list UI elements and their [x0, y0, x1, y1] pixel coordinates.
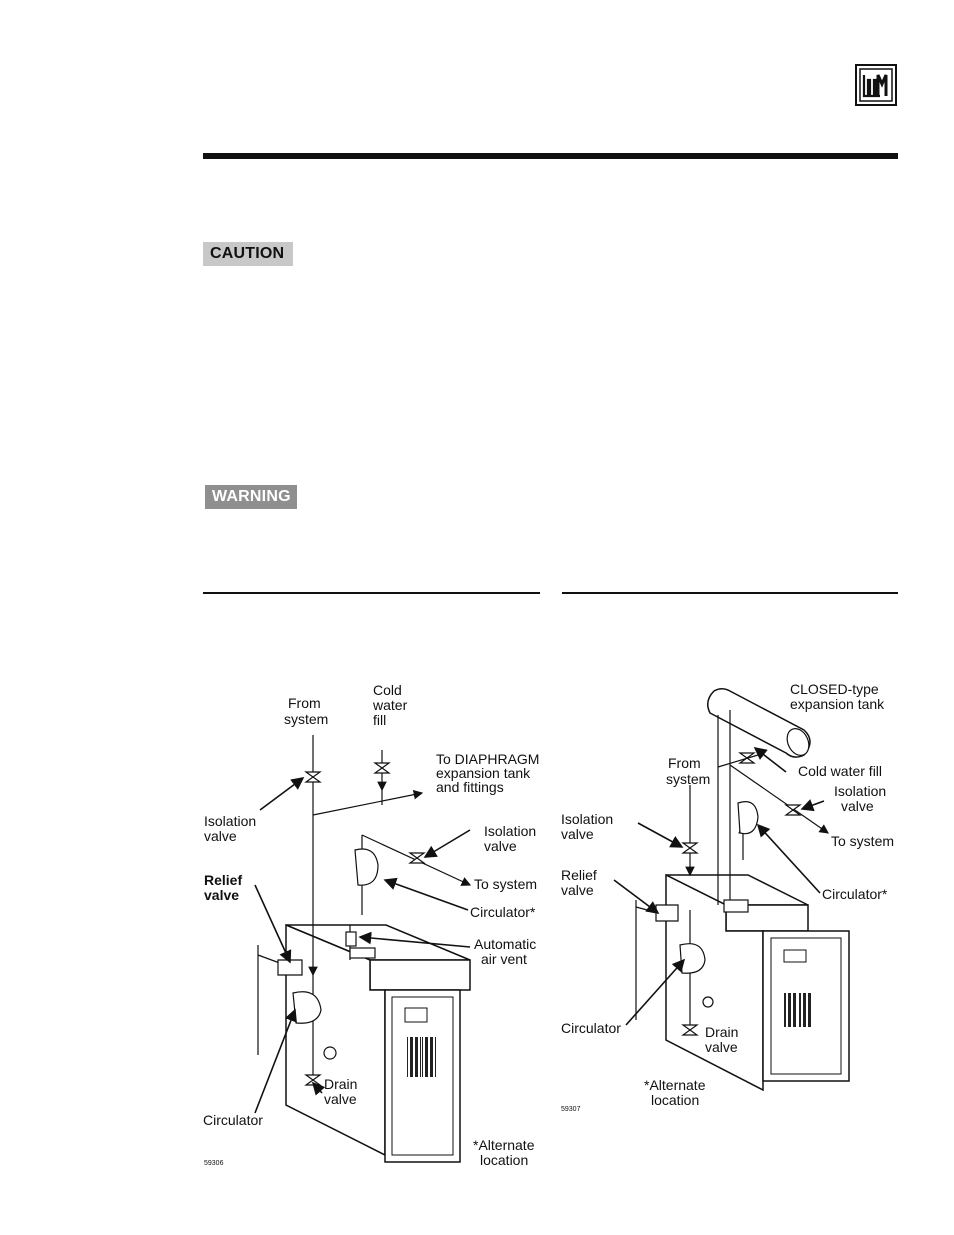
label-cold-water-fill: Cold water fill — [798, 763, 882, 779]
warning-badge: WARNING — [205, 485, 297, 509]
label-circulator: Circulator — [203, 1112, 263, 1128]
boiler-cabinet — [665, 873, 850, 1092]
figure-left-rule — [203, 592, 540, 594]
header-rule — [203, 153, 898, 159]
label-circulator-alt: Circulator* — [470, 904, 536, 920]
company-logo — [855, 64, 897, 106]
caution-badge: CAUTION — [203, 242, 293, 266]
label-circulator-alt: Circulator* — [822, 886, 888, 902]
boiler-cabinet — [285, 923, 471, 1163]
figure-right-rule — [562, 592, 898, 594]
figure-code: 59307 — [561, 1106, 581, 1113]
label-circulator: Circulator — [561, 1020, 621, 1036]
label-to-system: To system — [831, 833, 894, 849]
closed-expansion-tank — [707, 687, 811, 758]
figure-code: 59306 — [204, 1160, 224, 1167]
label-to-system: To system — [474, 876, 537, 892]
